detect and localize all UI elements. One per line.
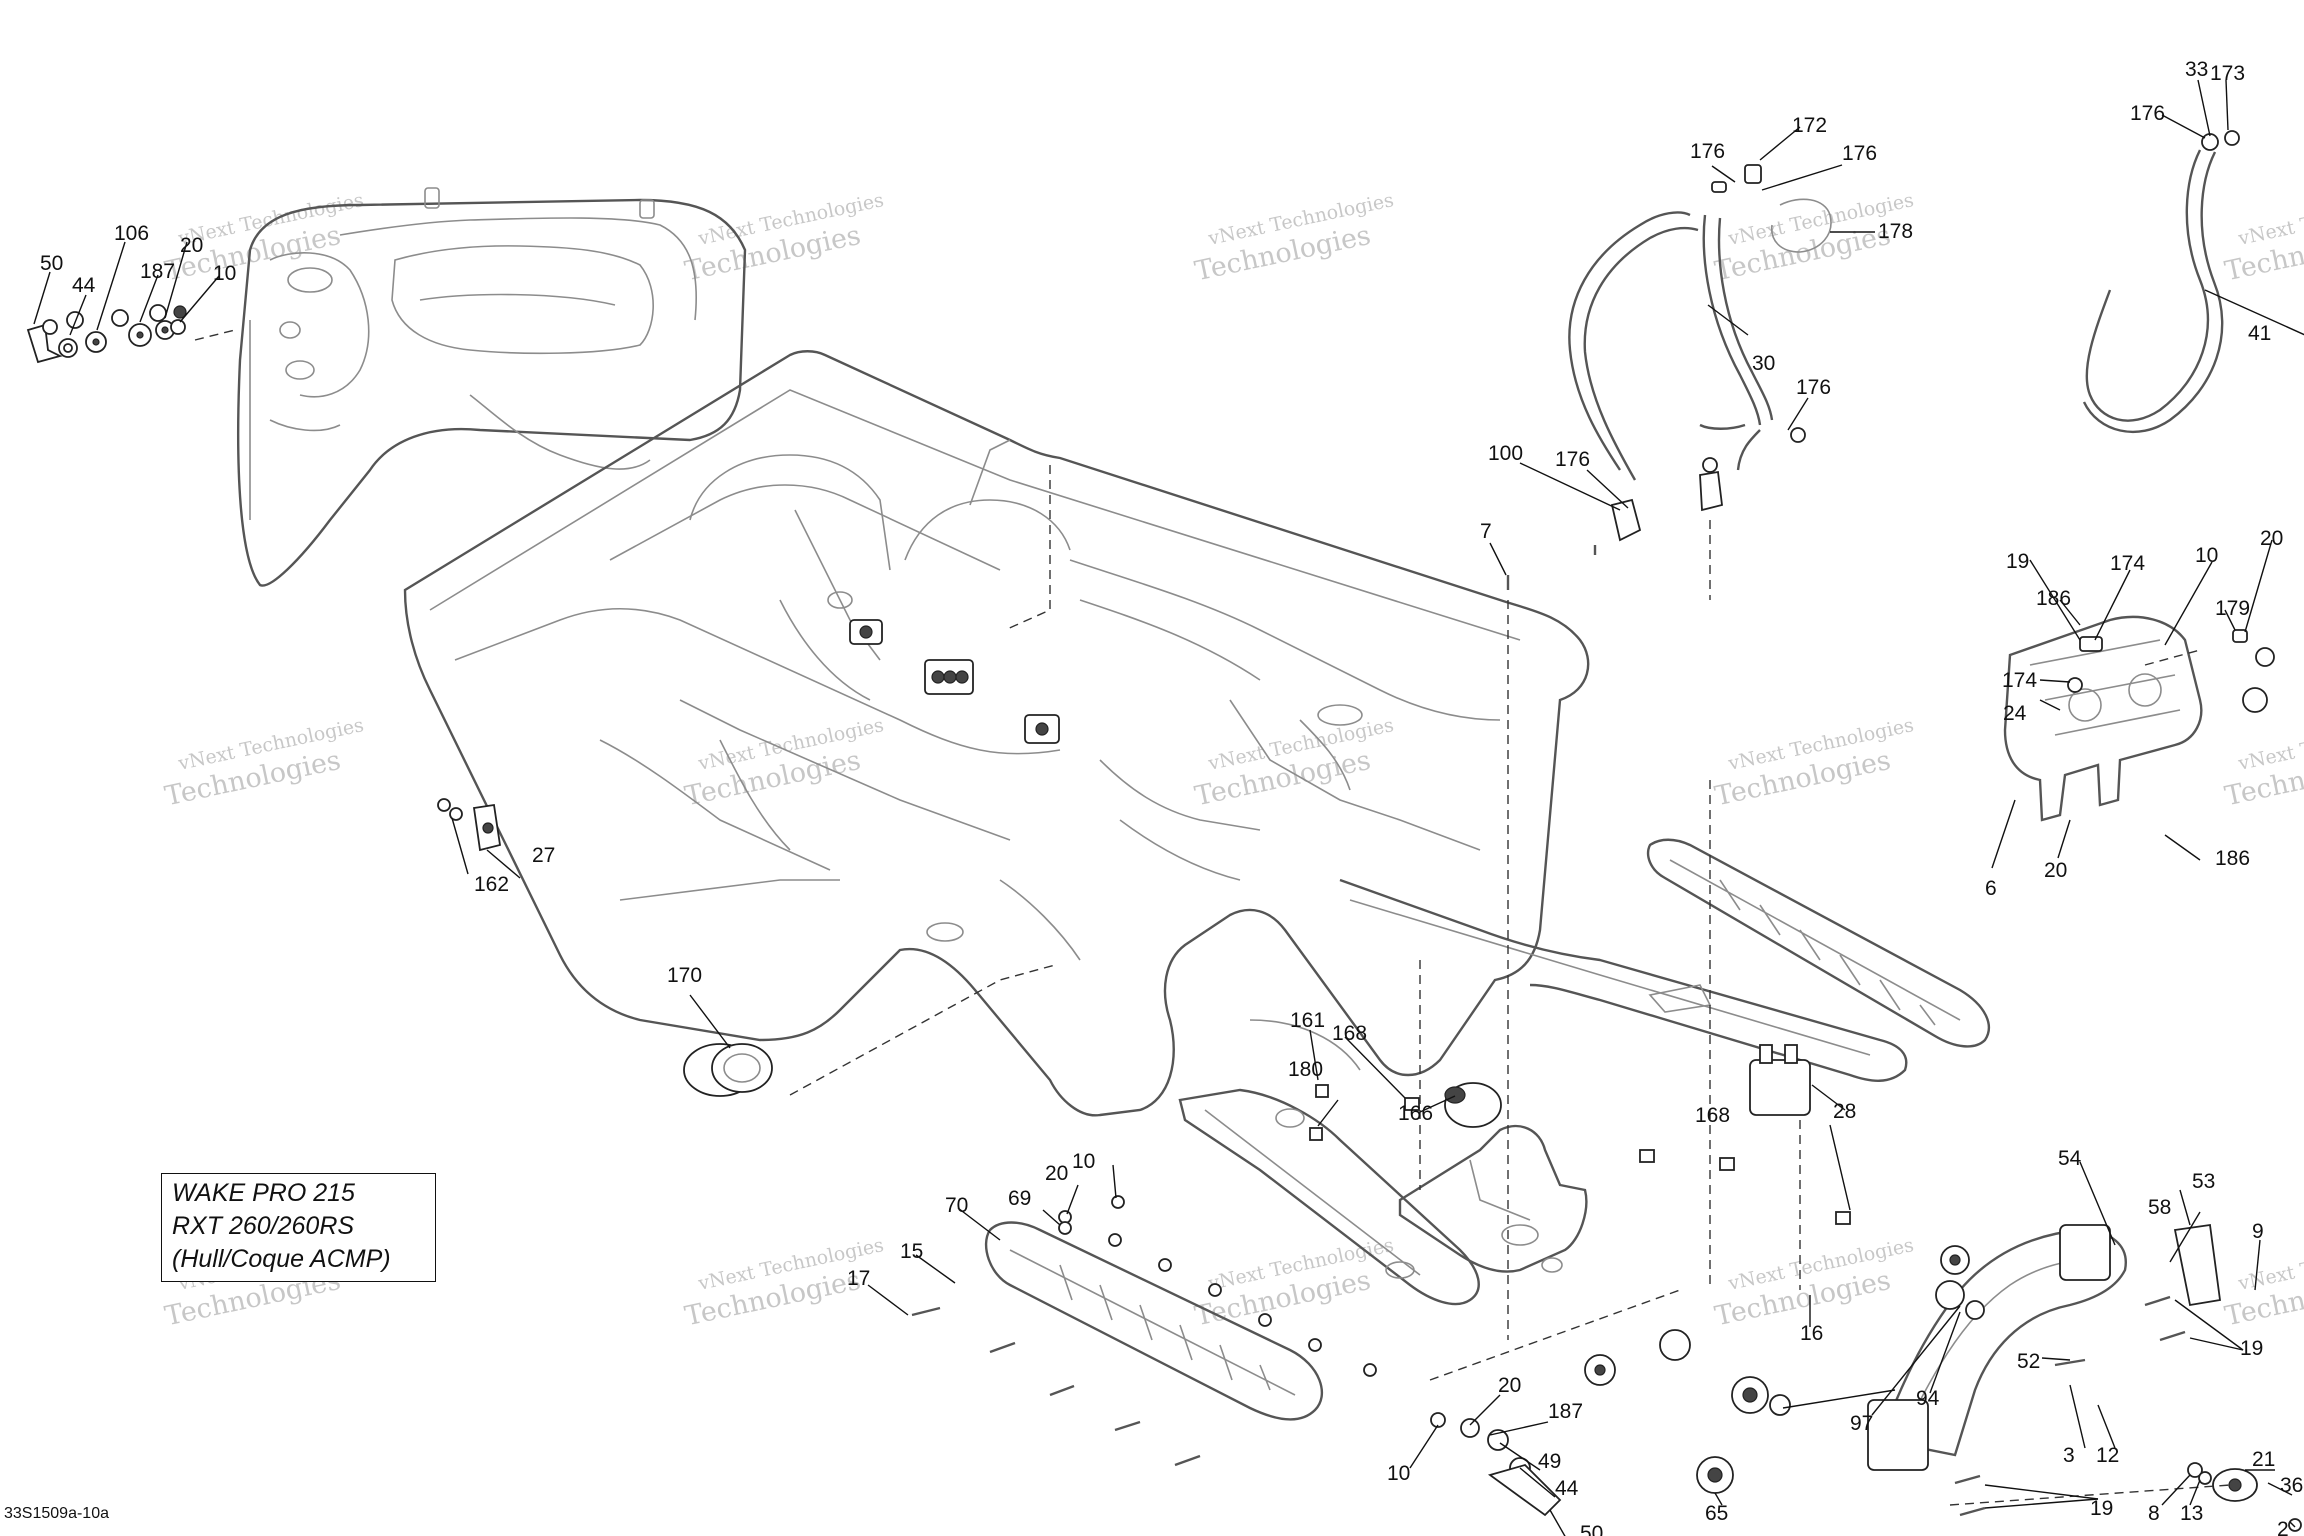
watermark: vNext Technologies Technologies — [1192, 714, 1396, 812]
callout-27: 27 — [532, 844, 555, 867]
callout-187: 187 — [1548, 1400, 1583, 1423]
callout-94: 94 — [1916, 1387, 1940, 1410]
callout-44: 44 — [72, 274, 96, 297]
callout-24: 24 — [2003, 702, 2027, 725]
callout-50: 50 — [1580, 1522, 1603, 1536]
callout-52: 52 — [2017, 1350, 2040, 1373]
model-line-2: RXT 260/260RS — [172, 1212, 355, 1240]
callout-20: 20 — [1498, 1374, 1521, 1397]
callout-162: 162 — [474, 873, 509, 896]
callout-labels: 50 106 44 187 20 10 176 172 176 178 30 1… — [40, 58, 2303, 1536]
fastener-icon — [26, 304, 2302, 1532]
tow-eye-icon — [1867, 1223, 2258, 1502]
watermark: vNext Technologies Technologies — [1712, 714, 1916, 812]
callout-49: 49 — [1538, 1450, 1561, 1473]
model-line-3: (Hull/Coque ACMP) — [172, 1245, 391, 1273]
callout-15: 15 — [900, 1240, 923, 1263]
callout-30: 30 — [1752, 352, 1775, 375]
callout-100: 100 — [1488, 442, 1523, 465]
callout-176: 176 — [1555, 448, 1590, 471]
callout-172: 172 — [1792, 114, 1827, 137]
leader-lines — [33, 79, 2304, 1536]
callout-69: 69 — [1008, 1187, 1031, 1210]
watermark: vNext Technologies Technologies — [2222, 1234, 2304, 1332]
callout-12: 12 — [2096, 1444, 2119, 1467]
callout-36: 36 — [2280, 1474, 2303, 1497]
callout-16: 16 — [1800, 1322, 1823, 1345]
callout-168: 168 — [1695, 1104, 1730, 1127]
grab-handle-icon — [984, 1221, 1324, 1421]
callout-10: 10 — [1387, 1462, 1410, 1485]
callout-19: 19 — [2006, 550, 2029, 573]
callout-20: 20 — [2260, 527, 2283, 550]
callout-176: 176 — [2130, 102, 2165, 125]
callout-33: 33 — [2185, 58, 2208, 81]
callout-7: 7 — [1480, 520, 1492, 543]
callout-2: 2 — [2277, 1518, 2289, 1536]
callout-19: 19 — [2240, 1337, 2263, 1360]
watermark: vNext Technologies Technologies — [1192, 1234, 1396, 1332]
watermark: vNext Technologies Technologies — [162, 714, 366, 812]
watermark: vNext Technologies Technologies — [1712, 1234, 1916, 1332]
callout-97: 97 — [1850, 1412, 1873, 1435]
callout-21: 21 — [2252, 1448, 2275, 1471]
callout-54: 54 — [2058, 1147, 2082, 1170]
callout-176: 176 — [1842, 142, 1877, 165]
callout-9: 9 — [2252, 1220, 2264, 1243]
alignment-lines — [194, 329, 2231, 1506]
callout-44: 44 — [1555, 1477, 1579, 1500]
watermark: vNext Technologies Technologies — [2222, 189, 2304, 287]
callout-176: 176 — [1690, 140, 1725, 163]
callout-166: 166 — [1398, 1102, 1433, 1125]
vent-icon — [849, 619, 1060, 744]
callout-170: 170 — [667, 964, 702, 987]
callout-173: 173 — [2210, 62, 2245, 85]
callout-174: 174 — [2110, 552, 2145, 575]
watermark: vNext Technologies Technologies — [682, 714, 886, 812]
callout-8: 8 — [2148, 1502, 2160, 1525]
callout-58: 58 — [2148, 1196, 2171, 1219]
callout-10: 10 — [213, 262, 236, 285]
callout-180: 180 — [1288, 1058, 1323, 1081]
callout-10: 10 — [2195, 544, 2218, 567]
watermark: vNext Technologies Technologies — [1192, 189, 1396, 287]
hull-icon — [237, 187, 1908, 1306]
callout-20: 20 — [180, 234, 203, 257]
callout-174: 174 — [2002, 669, 2037, 692]
callout-50: 50 — [40, 252, 63, 275]
hose-icon — [1568, 130, 2240, 542]
watermark: vNext Technologies Technologies — [2222, 714, 2304, 812]
callout-178: 178 — [1878, 220, 1913, 243]
callout-161: 161 — [1290, 1009, 1325, 1032]
callout-20: 20 — [2044, 859, 2067, 882]
callout-41: 41 — [2248, 322, 2271, 345]
callout-70: 70 — [945, 1194, 968, 1217]
document-id: 33S1509a-10a — [4, 1505, 109, 1522]
callout-28: 28 — [1833, 1100, 1856, 1123]
callout-168: 168 — [1332, 1022, 1367, 1045]
model-label-box: WAKE PRO 215 RXT 260/260RS (Hull/Coque A… — [161, 1173, 436, 1282]
callout-176: 176 — [1796, 376, 1831, 399]
callout-19: 19 — [2090, 1497, 2113, 1520]
grab-handle-icon — [1646, 838, 1990, 1048]
callout-10: 10 — [1072, 1150, 1095, 1173]
watermark: vNext Technologies Technologies — [682, 189, 886, 287]
callout-20: 20 — [1045, 1162, 1068, 1185]
callout-65: 65 — [1705, 1502, 1728, 1525]
callout-186: 186 — [2215, 847, 2250, 870]
callout-179: 179 — [2215, 597, 2250, 620]
watermarks: vNext Technologies Technologies vNext Te… — [162, 189, 2304, 1332]
callout-13: 13 — [2180, 1502, 2203, 1525]
model-line-1: WAKE PRO 215 — [172, 1179, 355, 1207]
bracket-icon — [2003, 615, 2275, 822]
callout-187: 187 — [140, 260, 175, 283]
callout-186: 186 — [2036, 587, 2071, 610]
callout-6: 6 — [1985, 877, 1997, 900]
callout-17: 17 — [847, 1267, 870, 1290]
callout-3: 3 — [2063, 1444, 2075, 1467]
callout-106: 106 — [114, 222, 149, 245]
callout-53: 53 — [2192, 1170, 2215, 1193]
